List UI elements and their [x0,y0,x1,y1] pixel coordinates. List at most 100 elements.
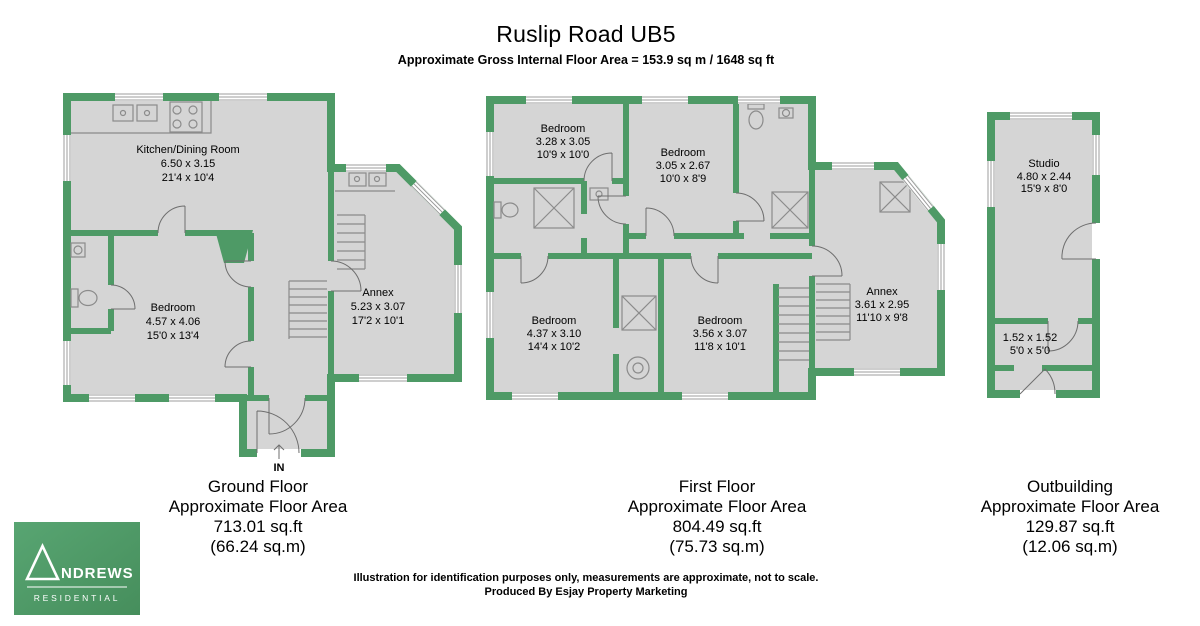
outbuilding-caption: Outbuilding Approximate Floor Area 129.8… [920,477,1200,557]
room-dim-imperial: 11'10 x 9'8 [856,312,908,324]
room-label-annex: Annex 5.23 x 3.07 17'2 x 10'1 [351,287,405,327]
room-dim-metric: 3.28 x 3.05 [536,136,590,148]
first-floor-caption: First Floor Approximate Floor Area 804.4… [567,477,867,557]
window [486,292,494,338]
room-dim-imperial: 17'2 x 10'1 [352,315,405,327]
room-dim-imperial: 5'0 x 5'0 [1010,345,1050,357]
caption-area-sqft: 129.87 sq.ft [1025,517,1115,536]
annex-sink-icon [335,172,395,192]
toilet-icon [70,288,98,308]
first-exterior-wall [486,96,945,400]
room-name: Bedroom [151,302,196,314]
ground-floor-plan: Kitchen/Dining Room 6.50 x 3.15 21'4 x 1… [63,93,462,473]
basin-icon [778,107,794,119]
room-dim-metric: 4.37 x 3.10 [527,328,581,340]
first-floor-area [490,100,941,396]
window [63,341,71,385]
shower-icon [771,191,809,229]
room-dim-imperial: 21'4 x 10'4 [162,172,215,184]
window [854,368,900,376]
room-dim-metric: 4.80 x 2.44 [1017,171,1071,183]
stove-icon [169,101,203,133]
door-swing [1047,320,1079,352]
page-title: Ruslip Road UB5 [496,21,676,47]
door-swing [330,260,362,292]
room-dim-metric: 6.50 x 3.15 [161,158,215,170]
room-name: Bedroom [541,123,586,135]
room-label-bedroom3: Bedroom 4.37 x 3.10 14'4 x 10'2 [527,315,581,353]
first-floor-plan: Bedroom 3.28 x 3.05 10'9 x 10'0 Bedroom … [486,96,945,400]
kitchen-sink-icon [112,104,158,122]
room-dim-metric: 4.57 x 4.06 [146,316,200,328]
window [169,394,215,402]
caption-area-label: Approximate Floor Area [980,497,1160,516]
room-label-bedroom2: Bedroom 3.05 x 2.67 10'0 x 8'9 [656,147,710,185]
room-name: Bedroom [698,315,743,327]
room-label-kitchen: Kitchen/Dining Room 6.50 x 3.15 21'4 x 1… [136,144,239,184]
window [682,392,728,400]
room-name: Annex [866,286,898,298]
room-dim-imperial: 10'0 x 8'9 [660,173,706,185]
first-interior-walls [490,100,815,396]
room-dim-metric: 5.23 x 3.07 [351,301,405,313]
caption-floor-name: Outbuilding [1026,477,1113,496]
room-name: Kitchen/Dining Room [136,144,239,156]
door-swing [811,245,843,277]
room-label-bedroom: Bedroom 4.57 x 4.06 15'0 x 13'4 [146,302,200,342]
window [987,161,995,207]
producer-line: Produced By Esjay Property Marketing [484,586,688,598]
window [115,93,163,101]
door-swing [110,284,136,310]
room-dim-metric: 3.05 x 2.67 [656,160,710,172]
window [512,392,558,400]
room-name: Annex [362,287,394,299]
room-dim-metric: 3.56 x 3.07 [693,328,747,340]
door-swing [224,260,252,288]
window [1092,135,1100,175]
ground-floor-caption: Ground Floor Approximate Floor Area 713.… [108,477,408,557]
room-name: Bedroom [532,315,577,327]
caption-area-sqm: (66.24 sq.m) [210,537,306,556]
room-dim-metric: 3.61 x 2.95 [855,299,909,311]
basin-icon [589,187,609,201]
window [454,265,462,313]
caption-area-label: Approximate Floor Area [627,497,807,516]
staircase-icon [288,280,327,339]
window [346,164,386,172]
window [738,96,780,104]
disclaimer: Illustration for identification purposes… [0,571,1172,599]
door-swing [583,152,613,182]
room-name: Bedroom [661,147,706,159]
toilet-icon [493,201,519,219]
door-swing [268,397,306,435]
room-label-bedroom1: Bedroom 3.28 x 3.05 10'9 x 10'0 [536,123,590,161]
shower-icon [879,181,911,213]
window [526,96,572,104]
washer-icon [626,356,650,380]
entrance-door [256,410,301,459]
shower-icon [533,187,575,229]
outbuilding-plan: Studio 4.80 x 2.44 15'9 x 8'0 1.52 x 1.5… [987,112,1100,398]
door-swing [690,255,719,284]
kitchen-counter-icon [71,101,212,134]
door-swing [520,255,549,284]
window [219,93,267,101]
window [832,162,874,170]
room-dim-imperial: 15'9 x 8'0 [1021,183,1067,195]
logo-letter-a-triangle-icon [24,542,61,581]
window [486,132,494,176]
window [902,174,934,212]
caption-floor-name: Ground Floor [207,477,309,496]
caption-area-sqm: (12.06 sq.m) [1022,537,1118,556]
caption-area-sqm: (75.73 sq.m) [669,537,765,556]
room-label-store: 1.52 x 1.52 5'0 x 5'0 [1003,332,1057,357]
outbuilding-interior-walls [991,318,1096,371]
door [1061,222,1100,260]
logo-brand-text: NDREWS [61,565,134,582]
door-swing [157,205,186,234]
outbuilding-floor-area [991,116,1096,394]
door-swing [645,207,675,237]
window [411,181,445,215]
window [63,135,71,181]
